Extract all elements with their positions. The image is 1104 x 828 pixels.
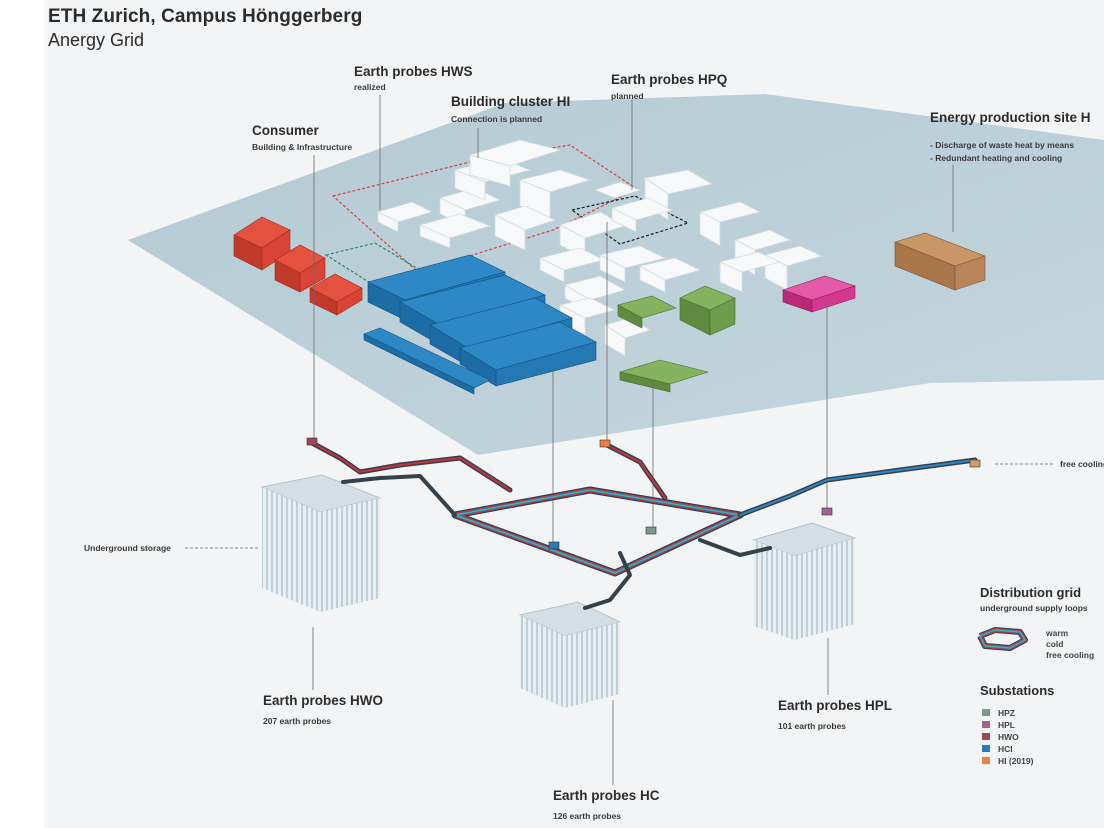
legend-distribution-title: Distribution grid: [980, 585, 1082, 600]
substation-hci: [548, 541, 560, 550]
hc-title: Earth probes HC: [553, 788, 660, 803]
legend-substation-swatch: [982, 745, 990, 752]
page-margin: [0, 0, 44, 828]
legend-substation-label: HPZ: [998, 708, 1015, 718]
probe-field-hc: [518, 601, 622, 708]
hi-subtitle: Connection is planned: [451, 114, 543, 124]
legend-substation-label: HWO: [998, 732, 1019, 742]
hpl-subtitle: 101 earth probes: [778, 721, 847, 731]
hc-subtitle: 126 earth probes: [553, 811, 622, 821]
hws-buildings: [363, 254, 597, 395]
legend-warm: warm: [1046, 628, 1069, 638]
legend-distribution-subtitle: underground supply loops: [980, 603, 1088, 613]
legend-pipe-sample: [977, 627, 1028, 651]
consumer-title: Consumer: [252, 123, 319, 138]
legend-substation-label: HI (2019): [998, 756, 1034, 766]
legend-substation-swatch: [982, 709, 990, 716]
hws-subtitle: realized: [354, 82, 386, 92]
substation-hi: [599, 439, 611, 448]
legend-free-cooling: free cooling: [1046, 650, 1095, 660]
energy-building: [894, 232, 986, 291]
legend-substation-label: HPL: [998, 720, 1015, 730]
hpl-title: Earth probes HPL: [778, 698, 893, 713]
hws-title: Earth probes HWS: [354, 64, 473, 79]
consumer-buildings: [233, 216, 363, 316]
hpq-subtitle: planned: [611, 91, 644, 101]
hwo-title: Earth probes HWO: [263, 693, 384, 708]
hwo-subtitle: 207 earth probes: [263, 716, 332, 726]
legend-substation-label: HCI: [998, 744, 1013, 754]
substation-hpl: [821, 507, 833, 516]
distribution-grid: [309, 440, 978, 610]
legend-substation-swatch: [982, 733, 990, 740]
hpq-title: Earth probes HPQ: [611, 72, 728, 87]
legend-substation-swatch: [982, 757, 990, 764]
legend-substations-title: Substations: [980, 683, 1055, 698]
page-title: ETH Zurich, Campus Hönggerberg: [48, 6, 363, 27]
consumer-subtitle: Building & Infrastructure: [252, 142, 353, 152]
energy-bullet-2: - Redundant heating and cooling: [930, 153, 1063, 163]
green-buildings: [617, 285, 736, 393]
energy-bullet-1: - Discharge of waste heat by means: [930, 140, 1075, 150]
substation-hpz: [645, 526, 657, 535]
hi-title: Building cluster HI: [451, 94, 571, 109]
magenta-building: [782, 275, 856, 313]
free-cooling-label: free cooling: [1060, 459, 1104, 469]
probe-field-hpl: [751, 522, 857, 640]
substation-energy: [969, 459, 981, 468]
substation-consumer: [306, 437, 318, 446]
probe-field-hwo: [260, 474, 382, 612]
underground-storage-label: Underground storage: [84, 543, 171, 553]
substation-markers: [306, 437, 981, 550]
campus-buildings: [376, 139, 824, 357]
legend-substation-swatch: [982, 721, 990, 728]
page-subtitle: Anergy Grid: [48, 30, 145, 50]
energy-title: Energy production site H: [930, 110, 1091, 125]
legend-cold: cold: [1046, 639, 1064, 649]
leader-lines: [185, 95, 1055, 785]
